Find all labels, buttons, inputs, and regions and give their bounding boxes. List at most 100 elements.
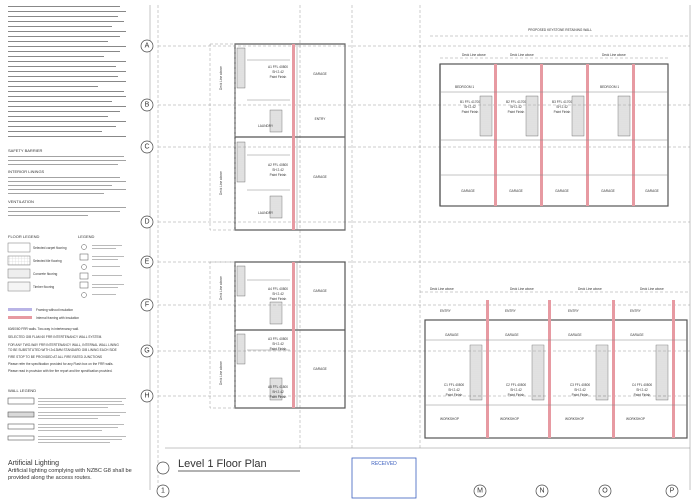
fire-note: Please read in provision with the fire r… <box>8 369 112 373</box>
deck-line-label: Deck Line above <box>462 53 486 57</box>
svg-text:G: G <box>144 348 149 355</box>
workshop-label: WORKSHOP <box>440 417 459 421</box>
unit-a1-label: A1 FFL 40800 SH 2.42 Paint Finish <box>268 65 288 79</box>
grid-bubble-row: C <box>140 140 154 154</box>
unit-a2-label: A2 FFL 40800 SH 2.42 Paint Finish <box>268 163 288 177</box>
svg-text:SH 2.42: SH 2.42 <box>510 105 522 109</box>
hatch-icon <box>79 272 89 280</box>
grid-bubbles: A B C D E F G H 1 M N O P <box>140 39 679 498</box>
garage-label: GARAGE <box>461 189 475 193</box>
fire-note: TO BE SUBSTITUTED WITH 2x13MM STANDARD G… <box>8 348 117 352</box>
svg-text:SH 2.42: SH 2.42 <box>448 388 460 392</box>
fire-note: 60/60/60 FRR walls. Two-way in intertena… <box>8 327 79 331</box>
svg-text:A: A <box>145 43 150 50</box>
unit-a4-label: A4 FFL 40800 SH 2.42 Paint Finish <box>268 287 288 301</box>
grid-bubble-col: 1 <box>156 484 170 498</box>
legend-item: Selected tile flooring <box>33 259 62 263</box>
wall-legend <box>7 397 126 443</box>
grid-bubble-row: B <box>140 98 154 112</box>
svg-text:Paint Finish: Paint Finish <box>508 393 525 397</box>
bedroom-label: BEDROOM 1 <box>455 85 474 89</box>
svg-text:B2 FFL 41700: B2 FFL 41700 <box>506 100 526 104</box>
unit-b3-label: B3 FFL 41700 SH 2.42 Paint Finish <box>552 100 572 114</box>
framing-label: Internal framing with insulation <box>36 316 79 320</box>
ventilation-heading: VENTILATION <box>8 199 34 204</box>
svg-text:SH 2.42: SH 2.42 <box>272 70 284 74</box>
block-a-lower: A4 FFL 40800 SH 2.42 Paint Finish A3 FFL… <box>209 261 346 409</box>
tile-swatch <box>7 255 31 266</box>
svg-text:A5 FFL 41800: A5 FFL 41800 <box>268 385 288 389</box>
artificial-lighting-note: Artificial lighting complying with NZBC … <box>8 468 132 481</box>
svg-text:P: P <box>670 488 675 495</box>
block-b: PROPOSED KEYSTONE RETAINING WALL Deck Li… <box>430 28 690 207</box>
svg-text:E: E <box>145 259 150 266</box>
svg-text:F: F <box>145 302 149 309</box>
svg-text:H: H <box>144 393 149 400</box>
workshop-label: WORKSHOP <box>565 417 584 421</box>
grid-bubble-row: F <box>140 298 154 312</box>
svg-text:B: B <box>145 102 150 109</box>
svg-text:C4 FFL 40800: C4 FFL 40800 <box>632 383 652 387</box>
svg-text:SH 2.42: SH 2.42 <box>636 388 648 392</box>
svg-text:Paint Finish: Paint Finish <box>270 395 287 399</box>
timber-swatch <box>7 281 31 292</box>
grid-bubble-row: E <box>140 255 154 269</box>
svg-text:A4 FFL 40800: A4 FFL 40800 <box>268 287 288 291</box>
drawing-frame <box>149 5 691 490</box>
svg-text:Paint Finish: Paint Finish <box>270 297 287 301</box>
artificial-lighting-heading: Artificial Lighting <box>8 460 59 467</box>
legend-heading: LEGEND <box>78 234 95 239</box>
deck-line-label: Deck Line above <box>602 53 626 57</box>
deck-line-label: Deck Line above <box>219 361 223 385</box>
grid-bubble-col: N <box>535 484 549 498</box>
block-c: Deck Line above Deck Line above Deck Lin… <box>420 287 690 439</box>
garage-label: GARAGE <box>601 189 615 193</box>
svg-text:M: M <box>477 488 483 495</box>
wall-legend-heading: WALL LEGEND <box>8 388 36 393</box>
framing-swatch <box>8 308 32 311</box>
svg-text:C1 FFL 40800: C1 FFL 40800 <box>444 383 464 387</box>
bathroom-extract-icon <box>79 253 89 261</box>
garage-label: GARAGE <box>555 189 569 193</box>
garage-label: GARAGE <box>313 175 327 179</box>
svg-text:D: D <box>144 219 149 226</box>
svg-text:SH 2.42: SH 2.42 <box>272 390 284 394</box>
svg-text:C2 FFL 40800: C2 FFL 40800 <box>506 383 526 387</box>
grid-bubble-row: A <box>140 39 154 53</box>
meter-icon <box>81 264 87 270</box>
symbol-legend <box>79 244 124 298</box>
bedroom-label: BEDROOM 1 <box>600 85 619 89</box>
entry-label: ENTRY <box>440 309 452 313</box>
retaining-wall-label: PROPOSED KEYSTONE RETAINING WALL <box>528 28 592 32</box>
garage-label: GARAGE <box>505 333 519 337</box>
workshop-label: WORKSHOP <box>500 417 519 421</box>
garage-label: GARAGE <box>630 333 644 337</box>
title-block: Level 1 Floor Plan RECEIVED <box>156 457 417 499</box>
floor-legend: Selected carpet flooring Selected tile f… <box>7 242 67 292</box>
deck-line-label: Deck Line above <box>510 53 534 57</box>
unit-c4-label: C4 FFL 40800 SH 2.42 Paint Finish <box>632 383 652 397</box>
laundry-label: LAUNDRY <box>258 211 274 215</box>
svg-text:SH 2.42: SH 2.42 <box>574 388 586 392</box>
grid-bubble-col: O <box>598 484 612 498</box>
unit-a3-label: A3 FFL 40800 SH 2.42 Paint Finish <box>268 337 288 351</box>
grid-bubble-row: H <box>140 389 154 403</box>
drawing-title: Level 1 Floor Plan <box>178 458 267 470</box>
fire-note: Please refer the specification provided … <box>8 362 114 366</box>
svg-text:Paint Finish: Paint Finish <box>634 393 651 397</box>
svg-text:Paint Finish: Paint Finish <box>572 393 589 397</box>
access-icon <box>79 281 89 289</box>
svg-text:C3 FFL 40800: C3 FFL 40800 <box>570 383 590 387</box>
svg-text:Paint Finish: Paint Finish <box>446 393 463 397</box>
unit-c2-label: C2 FFL 40800 SH 2.42 Paint Finish <box>506 383 526 397</box>
laundry-label: LAUNDRY <box>258 124 274 128</box>
interior-linings-heading: INTERIOR LININGS <box>8 169 45 174</box>
svg-text:Paint Finish: Paint Finish <box>462 110 479 114</box>
legend-item: Selected carpet flooring <box>33 246 67 250</box>
grid-bubble-row: D <box>140 215 154 229</box>
deck-line-label: Deck Line above <box>578 287 602 291</box>
entry-label: ENTRY <box>505 309 517 313</box>
notes-column: SAFETY BARRIER INTERIOR LININGS VENTILAT… <box>7 6 132 481</box>
svg-text:A3 FFL 40800: A3 FFL 40800 <box>268 337 288 341</box>
